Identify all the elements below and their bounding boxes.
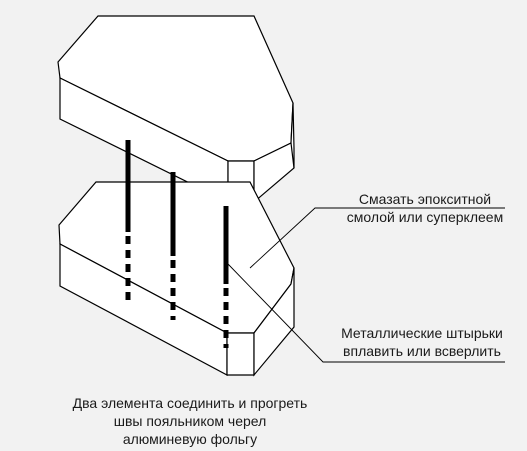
epoxy-annotation-line2: смолой или суперклеем bbox=[346, 209, 504, 225]
upper-block bbox=[57, 15, 295, 204]
lower-block-end-face bbox=[226, 332, 255, 376]
join-caption-line1: Два элемента соединить и прогреть bbox=[72, 395, 308, 411]
join-caption-line2: швы пояльником черел bbox=[113, 413, 267, 429]
epoxy-annotation: Смазать эпокситной смолой или суперклеем bbox=[330, 190, 520, 226]
join-caption: Два элемента соединить и прогреть швы по… bbox=[40, 394, 340, 448]
pins-annotation: Металлические штырьки вплавить или всвер… bbox=[322, 324, 522, 360]
lower-block bbox=[58, 181, 295, 377]
lower-block-chamfer-face bbox=[253, 267, 295, 377]
join-caption-line3: алюминевую фольгу bbox=[122, 431, 258, 447]
pins-annotation-line1: Металлические штырьки bbox=[341, 325, 503, 341]
leader-pins bbox=[227, 263, 505, 363]
epoxy-annotation-line1: Смазать эпокситной bbox=[358, 191, 492, 207]
pins-annotation-line2: вплавить или всверлить bbox=[343, 343, 501, 359]
leader-epoxy bbox=[249, 207, 505, 269]
